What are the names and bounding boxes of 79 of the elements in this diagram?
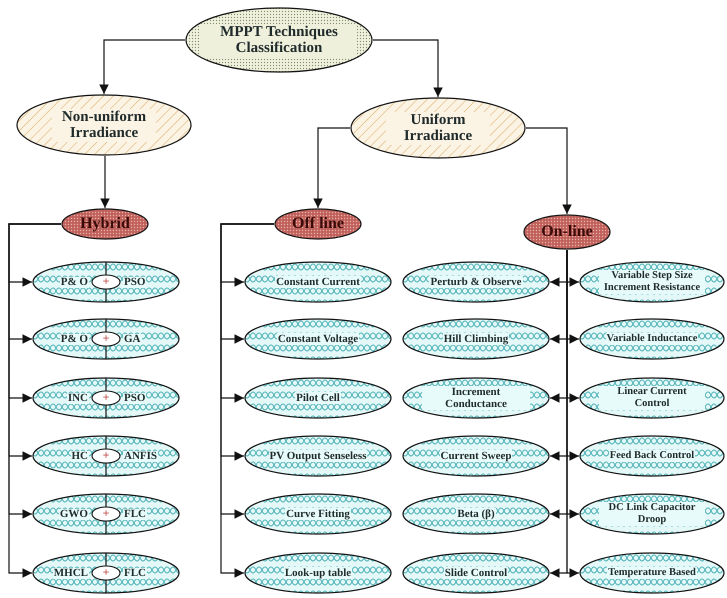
node-label: Constant Current [275, 276, 361, 288]
ellipse-node [16, 94, 192, 156]
ellipse-node [579, 552, 725, 594]
ellipse-node [32, 552, 180, 594]
connector-arrow [373, 39, 443, 97]
node-label: PSO [123, 392, 146, 404]
ellipse-node [402, 552, 550, 594]
node-label: Increment Conductance [422, 386, 530, 410]
node-label: FLC [123, 508, 147, 520]
node-label: Hill Climbing [442, 332, 510, 346]
ellipse-node [579, 435, 725, 477]
node-label: FLC [123, 568, 147, 578]
plus-oval [91, 506, 121, 522]
ellipse-node [244, 318, 392, 360]
ellipse-node [402, 435, 550, 477]
ellipse-node [32, 318, 180, 360]
ellipse-node [185, 7, 373, 73]
node-label: MPPT Techniques Classification [201, 24, 357, 56]
ellipse-node [61, 208, 149, 240]
node-label: Non-uniform Irradiance [52, 108, 156, 142]
node-label: Variable Step Size Increment Resistance [599, 270, 705, 294]
ellipse-node [274, 208, 362, 240]
plus-oval [91, 274, 121, 290]
connector-arrow [100, 156, 110, 208]
node-label: On-line [540, 223, 594, 241]
ellipse-node [402, 377, 550, 419]
ellipse-node [402, 493, 550, 535]
node-label: Look-up table [284, 566, 352, 580]
ellipse-node [579, 318, 725, 360]
ellipse-node [32, 261, 180, 303]
node-label: PV Output Senseless [268, 450, 368, 462]
node-label: GA [123, 334, 142, 344]
connector-arrow [313, 127, 350, 208]
node-label: Uniform Irradiance [386, 112, 490, 144]
node-label: + [102, 391, 110, 405]
ellipse-node [579, 261, 725, 303]
node-label: Slide Control [444, 566, 508, 580]
node-label: Linear Current Control [599, 386, 705, 410]
plus-oval [91, 390, 121, 406]
connector-arrow [8, 223, 61, 578]
node-label: + [102, 449, 110, 463]
ellipse-node [244, 435, 392, 477]
ellipse-node [32, 493, 180, 535]
ellipse-node [32, 435, 180, 477]
ellipse-node [244, 261, 392, 303]
node-label: + [102, 507, 110, 521]
node-label: Temperature Based [607, 567, 697, 579]
node-label: ANFIS [123, 450, 158, 462]
node-label: Beta (β) [456, 508, 496, 520]
ellipse-node [579, 377, 725, 419]
node-label: Curve Fitting [285, 508, 351, 520]
plus-oval [91, 565, 121, 581]
ellipse-node [402, 261, 550, 303]
ellipse-node [523, 214, 611, 250]
node-label: DC Link Capacitor Droop [599, 502, 705, 526]
node-label: Feed Back Control [608, 450, 696, 462]
node-label: Hybrid [79, 215, 131, 233]
node-label: Current Sweep [440, 450, 512, 462]
plus-oval [91, 448, 121, 464]
ellipse-node [244, 552, 392, 594]
node-label: + [102, 332, 110, 346]
connector-arrow [99, 39, 185, 94]
ellipse-node [32, 377, 180, 419]
node-label: Variable Inductance [606, 333, 698, 345]
connector-arrow [526, 127, 572, 214]
ellipse-node [244, 377, 392, 419]
ellipse-node [350, 97, 526, 159]
node-label: Pilot Cell [295, 392, 341, 404]
node-label: Constant Voltage [276, 332, 360, 346]
ellipse-node [402, 318, 550, 360]
connector-arrow [220, 223, 274, 578]
node-label: Perturb & Observe [429, 276, 523, 288]
node-label: Off line [291, 215, 345, 233]
ellipse-node [244, 493, 392, 535]
node-label: + [102, 275, 110, 289]
node-label: PSO [123, 276, 146, 288]
node-label: + [102, 566, 110, 580]
plus-oval [91, 331, 121, 347]
ellipse-node [579, 493, 725, 535]
